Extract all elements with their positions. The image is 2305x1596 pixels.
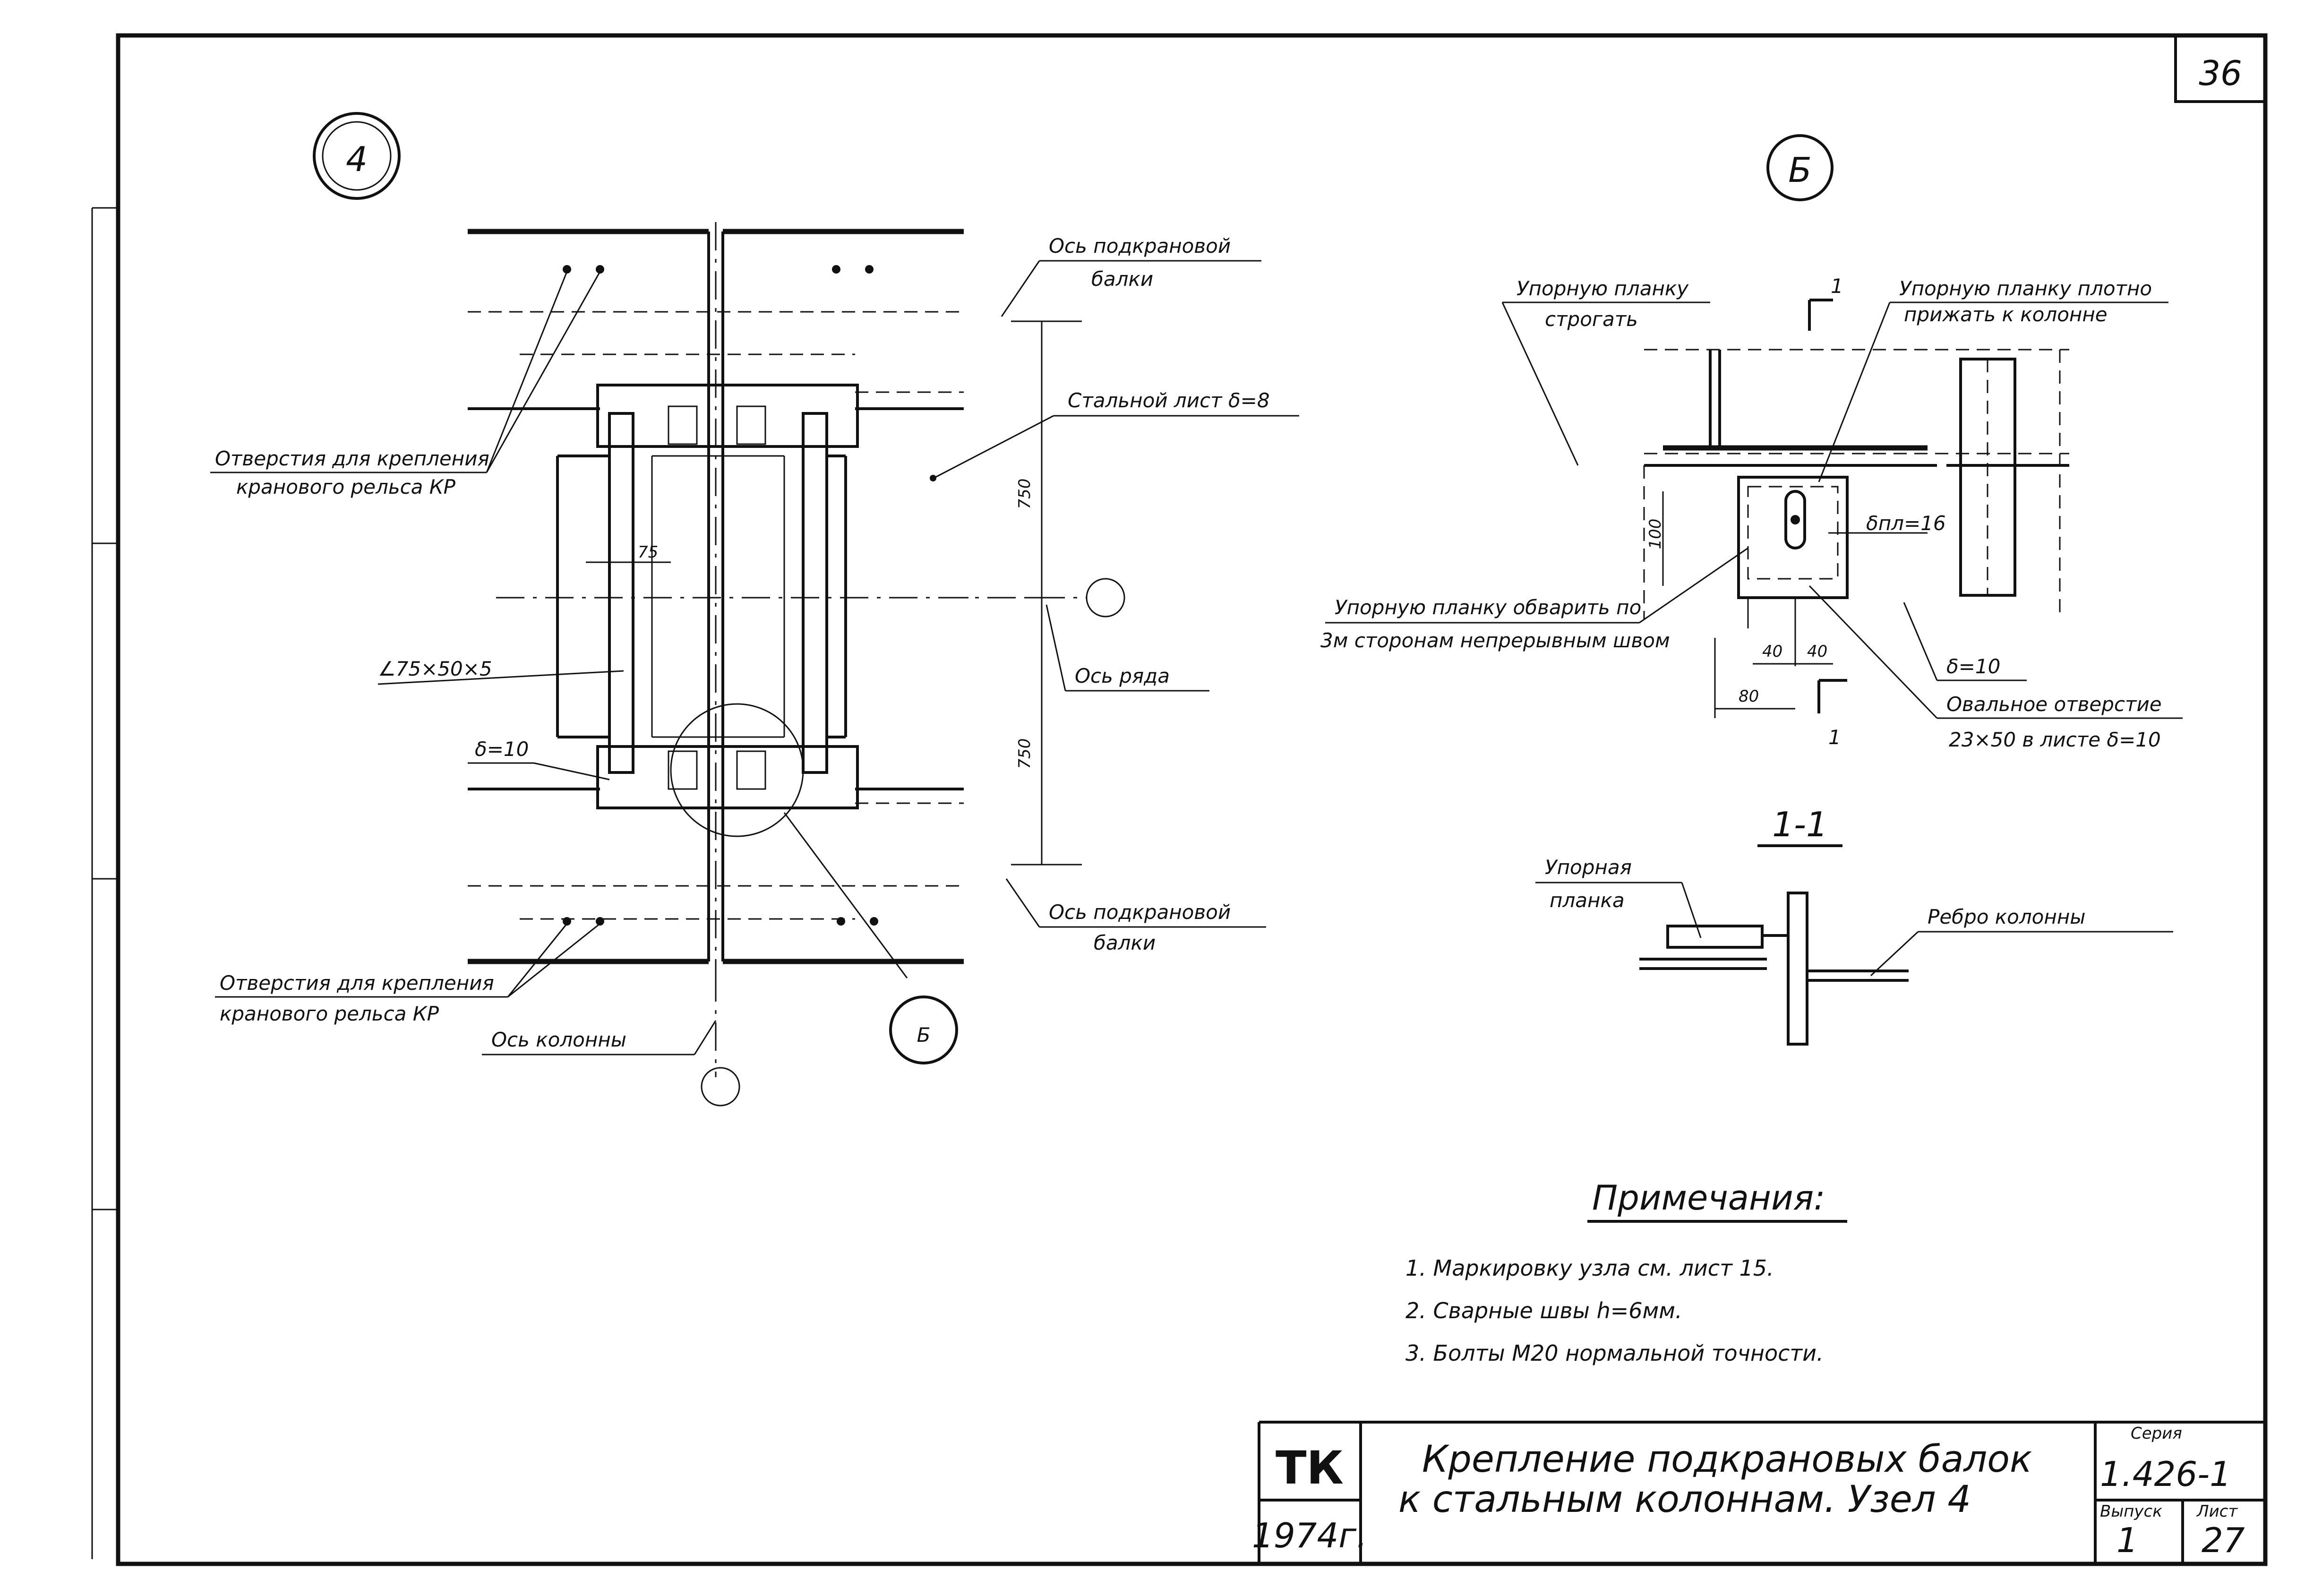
- svg-text:прижать к колонне: прижать к колонне: [1904, 303, 2108, 326]
- svg-text:1: 1: [2116, 1520, 2138, 1560]
- sheet-frame: [116, 33, 2268, 1566]
- svg-text:Ось подкрановой: Ось подкрановой: [1049, 901, 1231, 924]
- svg-text:40: 40: [1762, 642, 1782, 661]
- svg-text:Серия: Серия: [2131, 1424, 2182, 1443]
- section-title: 1-1: [1772, 805, 1828, 844]
- svg-text:балки: балки: [1091, 267, 1153, 291]
- svg-text:1: 1: [1831, 275, 1843, 298]
- svg-text:Ось подкрановой: Ось подкрановой: [1049, 234, 1231, 257]
- svg-text:строгать: строгать: [1545, 308, 1638, 331]
- title-block: ТК 1974г. Крепление подкрановых балок к …: [1252, 1421, 2265, 1564]
- svg-text:Ось ряда: Ось ряда: [1075, 664, 1170, 687]
- svg-text:Стальной лист δ=8: Стальной лист δ=8: [1068, 389, 1270, 412]
- node-marker-4: 4: [313, 112, 401, 200]
- drawing-title-line-2: к стальным колоннам. Узел 4: [1398, 1478, 1971, 1521]
- view-4-main-node: 750 750 75 Б: [468, 222, 1125, 1107]
- view-b-detail: 100 40 40 80 1 1: [1643, 275, 2069, 749]
- svg-text:40: 40: [1807, 642, 1827, 661]
- view-b-labels: Упорную планку строгать Упорную планку п…: [1320, 277, 2183, 751]
- svg-text:3м сторонам непрерывным швом: 3м сторонам непрерывным швом: [1320, 629, 1670, 652]
- svg-text:Упорная: Упорная: [1545, 856, 1632, 879]
- title-block-year: 1974г.: [1252, 1516, 1367, 1555]
- svg-text:кранового рельса КР: кранового рельса КР: [220, 1002, 439, 1025]
- svg-text:80: 80: [1739, 687, 1759, 706]
- note-item-1: 1. Маркировку узла см. лист 15.: [1405, 1255, 1774, 1281]
- note-item-3: 3. Болты М20 нормальной точности.: [1405, 1340, 1824, 1366]
- svg-text:∠75×50×5: ∠75×50×5: [378, 657, 492, 680]
- section-1-1: 1-1 Упорная планка Ребро колонны: [1535, 805, 2173, 1046]
- note-item-2: 2. Сварные швы h=6мм.: [1405, 1298, 1682, 1323]
- svg-text:Б: Б: [917, 1023, 931, 1047]
- svg-text:Лист: Лист: [2196, 1502, 2238, 1521]
- notes: Примечания: 1. Маркировку узла см. лист …: [1405, 1178, 1847, 1366]
- svg-text:δ=10: δ=10: [1946, 655, 2000, 678]
- svg-text:Б: Б: [1788, 150, 1811, 190]
- sheet-number-box: 36: [2174, 34, 2267, 103]
- svg-text:балки: балки: [1094, 931, 1156, 954]
- svg-text:750: 750: [1015, 738, 1034, 769]
- svg-text:Выпуск: Выпуск: [2100, 1502, 2162, 1521]
- svg-text:δпл=16: δпл=16: [1866, 512, 1946, 535]
- svg-text:δ=10: δ=10: [475, 738, 529, 761]
- svg-text:планка: планка: [1550, 889, 1625, 912]
- notes-title: Примечания:: [1592, 1178, 1825, 1218]
- node-marker-b: Б: [1766, 134, 1834, 201]
- drawing-title-line-1: Крепление подкрановых балок: [1422, 1438, 2032, 1481]
- view-4-labels: Ось подкрановой балки Стальной лист δ=8 …: [210, 234, 1299, 1055]
- sheet-number: 36: [2199, 53, 2242, 93]
- svg-text:Упорную планку обварить по: Упорную планку обварить по: [1335, 596, 1641, 619]
- svg-text:1: 1: [1828, 726, 1841, 749]
- svg-text:Отверстия для крепления: Отверстия для крепления: [220, 971, 494, 995]
- svg-text:4: 4: [346, 139, 368, 179]
- svg-text:Упорную планку: Упорную планку: [1517, 277, 1689, 300]
- svg-text:Ось колонны: Ось колонны: [491, 1028, 626, 1051]
- sheet-number-in-block: 27: [2202, 1520, 2245, 1560]
- svg-text:кранового рельса КР: кранового рельса КР: [236, 475, 456, 498]
- title-block-org: ТК: [1276, 1442, 1344, 1494]
- svg-text:23×50 в листе δ=10: 23×50 в листе δ=10: [1949, 728, 2161, 751]
- svg-text:Отверстия для крепления: Отверстия для крепления: [215, 447, 489, 470]
- svg-text:75: 75: [638, 543, 658, 562]
- svg-text:Ребро колонны: Ребро колонны: [1928, 905, 2085, 928]
- svg-text:Овальное отверстие: Овальное отверстие: [1946, 693, 2162, 716]
- svg-text:Упорную планку плотно: Упорную планку плотно: [1899, 277, 2152, 300]
- svg-text:750: 750: [1015, 479, 1034, 509]
- svg-text:100: 100: [1646, 519, 1665, 549]
- series-number: 1.426-1: [2100, 1454, 2231, 1494]
